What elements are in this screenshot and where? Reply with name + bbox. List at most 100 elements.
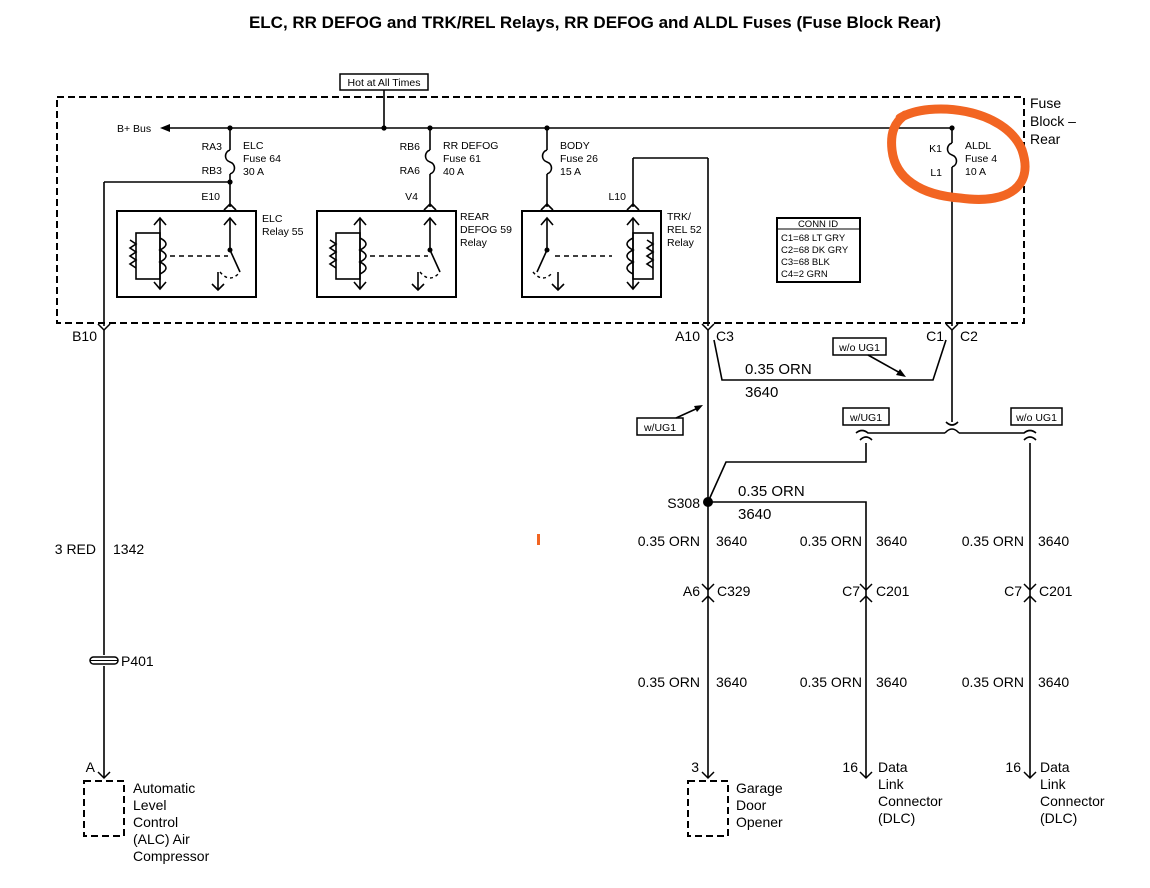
garage-circuit-number-1: 3640 [716,533,747,549]
rear-defog-relay-59: REAR DEFOG 59 Relay [316,210,512,298]
jumper-circuit-number: 3640 [745,384,778,401]
w-ug1-pointer-icon [694,405,703,412]
dlc1-label-2: Link [878,776,905,792]
garage-label-2: Door [736,797,767,813]
pin-c201-b: C201 [1039,583,1073,599]
rr-defog-fuse-icon [424,149,436,175]
elc-fuse-pin-top: RA3 [202,141,223,153]
alc-circuit-number: 1342 [113,541,144,557]
body-fuse-amps: 15 A [560,166,581,178]
elc-relay-label-line1: ELC [262,213,283,225]
rr-defog-fuse-pin-top: RB6 [400,141,421,153]
fuse-block-label-line1: Fuse [1030,95,1061,111]
elc-fuse-amps: 30 A [243,166,264,178]
body-fuse-icon [541,149,553,175]
pin-a6: A6 [683,583,700,599]
dlc2-label-1: Data [1040,759,1070,775]
garage-circuit-number-2: 3640 [716,674,747,690]
conn-id-line-1: C1=68 LT GRY [781,233,846,244]
elc-relay-switch-icon [229,249,241,273]
rear-defog-relay-coil-icon [328,239,338,269]
orange-mark [537,534,540,545]
rear-defog-relay-pin: V4 [405,191,418,203]
ug1-option-bus: w/UG1 w/o UG1 [842,330,1063,434]
dlc2-wire-color-2: 0.35 ORN [962,674,1024,690]
hot-at-all-times-label: Hot at All Times [348,77,421,89]
alc-label-5: Compressor [133,848,210,864]
garage-circuit: w/UG1 S308 0.35 ORN 3640 A6 C329 0.35 OR… [636,330,783,837]
body-fuse: BODY Fuse 26 15 A [540,125,598,211]
pin-c329: C329 [717,583,751,599]
dlc1-label-3: Connector [878,793,943,809]
dlc1-wire-color-2: 0.35 ORN [800,674,862,690]
dlc2-label-4: (DLC) [1040,810,1077,826]
garage-label-1: Garage [736,780,783,796]
aldl-fuse-icon [946,142,958,168]
aldl-fuse-pin-top: K1 [929,143,942,155]
aldl-fuse-pin-bottom: L1 [930,167,942,179]
alc-label-2: Level [133,797,166,813]
conn-id-line-4: C4=2 GRN [781,269,828,280]
alc-wire-color: 3 RED [55,541,96,557]
dlc1-pin-16: 16 [842,759,858,775]
pin-a10: A10 [675,328,700,344]
rear-defog-relay-label-line2: DEFOG 59 [460,224,512,236]
pin-b10: B10 [72,328,97,344]
dlc1-circuit-number-1: 3640 [876,533,907,549]
conn-id-box: CONN ID C1=68 LT GRY C2=68 DK GRY C3=68 … [776,217,861,283]
fuse-block-label-line2: Block – [1030,113,1076,129]
dlc2-circuit-number-1: 3640 [1038,533,1069,549]
conn-id-line-2: C2=68 DK GRY [781,245,849,256]
trk-relay-label-line1: TRK/ [667,211,691,223]
dlc-2-circuit: 0.35 ORN 3640 C7 C201 0.35 ORN 3640 16 D… [962,436,1105,826]
pin-c3: C3 [716,328,734,344]
without-ug1-jumper: w/o UG1 0.35 ORN 3640 [713,337,947,401]
dlc1-label-4: (DLC) [878,810,915,826]
rr-defog-fuse: RB6 RA6 RR DEFOG Fuse 61 40 A V4 [400,125,498,211]
elc-fuse-pin-bottom: RB3 [202,165,223,177]
dlc1-wire-color-1: 0.35 ORN [800,533,862,549]
body-fuse-name: BODY [560,140,590,152]
aldl-fuse-number: Fuse 4 [965,153,997,165]
s308-label: S308 [667,495,700,511]
fuse-block-label-line3: Rear [1030,131,1061,147]
aldl-fuse-amps: 10 A [965,166,986,178]
garage-wire-color-2: 0.35 ORN [638,674,700,690]
rear-defog-relay-label-line1: REAR [460,211,490,223]
b-plus-bus-label: B+ Bus [117,123,151,135]
dlc-1-circuit: 0.35 ORN 3640 0.35 ORN 3640 C7 C201 0.35… [707,436,943,826]
rr-defog-fuse-name: RR DEFOG [443,140,498,152]
w-ug1-label-2: w/UG1 [849,412,882,424]
alc-circuit: 3 RED 1342 P401 A Automatic Level Contro… [55,330,210,864]
pin-c201-a: C201 [876,583,910,599]
aldl-fuse-name: ALDL [965,140,991,152]
rr-defog-fuse-number: Fuse 61 [443,153,481,165]
dlc2-label-2: Link [1040,776,1067,792]
trk-rel-relay-coil-icon [645,239,655,269]
garage-wire-color-1: 0.35 ORN [638,533,700,549]
trk-rel-relay-52: TRK/ REL 52 Relay [521,210,702,298]
wo-ug1-pointer-icon [896,369,906,377]
conn-id-title: CONN ID [798,219,838,230]
fuse-block-connectors: B10 A10 C3 C1 C2 [72,323,978,344]
alc-component-box [83,780,125,837]
elc-fuse-icon [224,149,236,175]
alc-label-1: Automatic [133,780,195,796]
trk-relay-label-line3: Relay [667,237,695,249]
rear-defog-relay-label-line3: Relay [460,237,488,249]
body-fuse-number: Fuse 26 [560,153,598,165]
dlc2-circuit-number-2: 3640 [1038,674,1069,690]
alc-label-3: Control [133,814,178,830]
elc-relay-coil-icon [128,239,138,269]
aldl-fuse: K1 L1 ALDL Fuse 4 10 A [929,125,997,326]
branch-wire-color: 0.35 ORN [738,483,805,500]
elc-fuse: RA3 RB3 ELC Fuse 64 30 A E10 [103,125,281,326]
trk-relay-pin: L10 [608,191,626,203]
wo-ug1-label-1: w/o UG1 [838,342,880,354]
trk-rel-feed: L10 [608,157,709,326]
rr-defog-fuse-amps: 40 A [443,166,464,178]
jumper-wire-color: 0.35 ORN [745,361,812,378]
pin-c2: C2 [960,328,978,344]
highlight-circle [887,104,1030,204]
